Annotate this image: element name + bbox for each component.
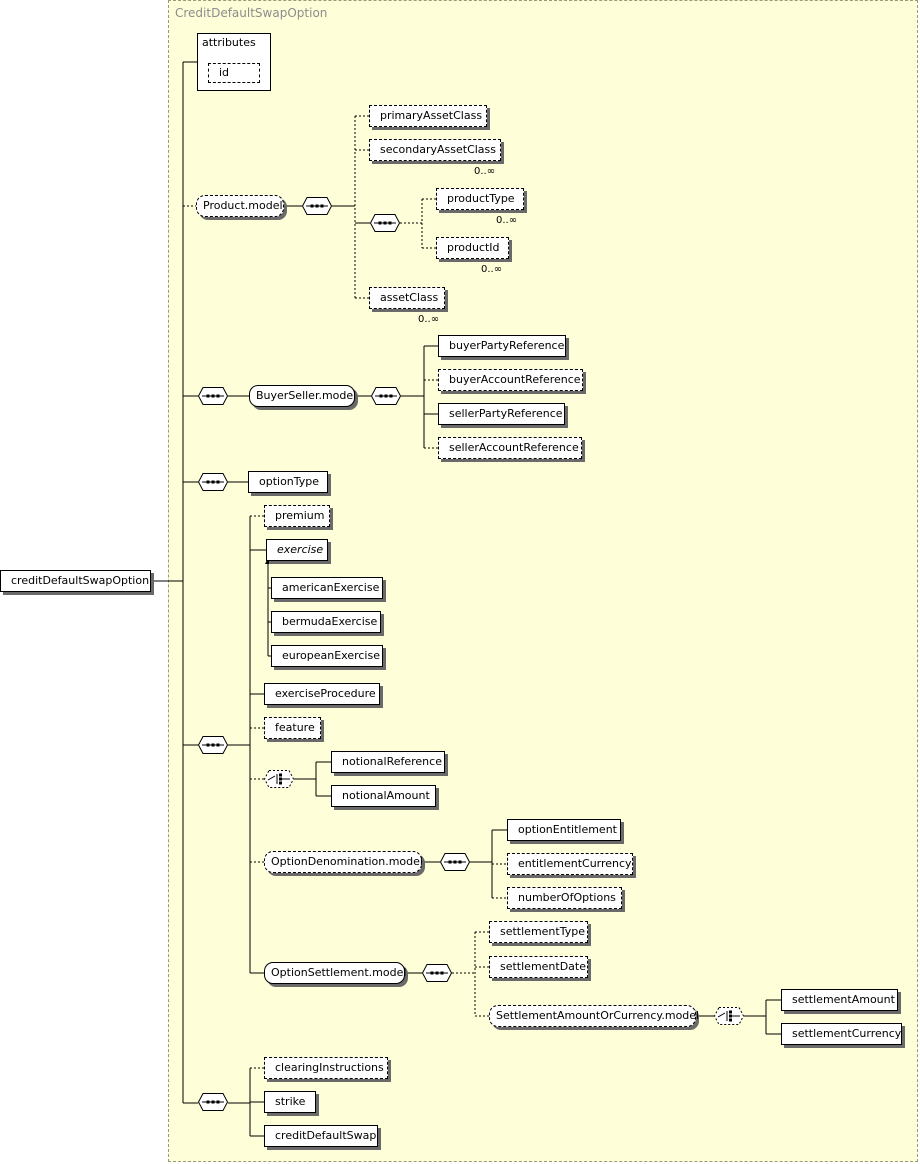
element-settlement-type[interactable]: settlementType bbox=[489, 921, 588, 943]
substitution-arrow-icon bbox=[265, 558, 271, 564]
element-settlement-amount[interactable]: settlementAmount bbox=[781, 989, 898, 1011]
group-product-model[interactable]: Product.model bbox=[196, 195, 284, 217]
attribute-id: id bbox=[208, 63, 260, 83]
element-option-entitlement[interactable]: optionEntitlement bbox=[507, 819, 621, 841]
element-primary-asset-class[interactable]: primaryAssetClass bbox=[369, 105, 487, 127]
sequence-compositor-icon bbox=[371, 387, 401, 405]
element-product-id[interactable]: productId bbox=[436, 237, 509, 259]
element-notional-amount[interactable]: notionalAmount bbox=[331, 785, 436, 807]
element-exercise-procedure[interactable]: exerciseProcedure bbox=[264, 683, 380, 705]
group-option-denomination-model[interactable]: OptionDenomination.model bbox=[264, 851, 423, 873]
element-buyer-party-reference[interactable]: buyerPartyReference bbox=[438, 335, 566, 357]
group-settlement-amount-or-currency-model[interactable]: SettlementAmountOrCurrency.model bbox=[489, 1005, 699, 1027]
sequence-compositor-icon bbox=[440, 853, 470, 871]
attributes-label: attributes bbox=[202, 36, 256, 49]
sequence-compositor-icon bbox=[198, 1093, 228, 1111]
element-clearing-instructions[interactable]: clearingInstructions bbox=[264, 1057, 388, 1079]
sequence-compositor-icon bbox=[370, 214, 400, 232]
element-american-exercise[interactable]: americanExercise bbox=[271, 577, 383, 599]
cardinality-secondary-asset-class: 0..∞ bbox=[474, 166, 496, 177]
choice-compositor-icon bbox=[714, 1007, 744, 1025]
sequence-compositor-icon bbox=[198, 387, 228, 405]
element-entitlement-currency[interactable]: entitlementCurrency bbox=[507, 853, 633, 875]
element-premium[interactable]: premium bbox=[264, 505, 330, 527]
sequence-compositor-icon bbox=[302, 197, 332, 215]
sequence-compositor-icon bbox=[422, 964, 452, 982]
sequence-compositor-icon bbox=[198, 473, 228, 491]
element-seller-party-reference[interactable]: sellerPartyReference bbox=[438, 403, 565, 425]
element-seller-account-reference[interactable]: sellerAccountReference bbox=[438, 437, 582, 459]
element-option-type[interactable]: optionType bbox=[248, 471, 328, 493]
element-settlement-currency[interactable]: settlementCurrency bbox=[781, 1023, 902, 1045]
root-element-credit-default-swap-option[interactable]: creditDefaultSwapOption bbox=[0, 570, 151, 592]
element-notional-reference[interactable]: notionalReference bbox=[331, 751, 445, 773]
element-settlement-date[interactable]: settlementDate bbox=[489, 956, 588, 978]
group-buyer-seller-model[interactable]: BuyerSeller.model bbox=[249, 385, 356, 407]
element-secondary-asset-class[interactable]: secondaryAssetClass bbox=[369, 139, 501, 161]
element-european-exercise[interactable]: europeanExercise bbox=[271, 645, 383, 667]
element-number-of-options[interactable]: numberOfOptions bbox=[507, 887, 622, 909]
sequence-compositor-icon bbox=[198, 736, 228, 754]
element-buyer-account-reference[interactable]: buyerAccountReference bbox=[438, 369, 583, 391]
group-option-settlement-model[interactable]: OptionSettlement.model bbox=[264, 962, 406, 984]
attributes-box: attributes id bbox=[197, 33, 271, 91]
cardinality-product-type: 0..∞ bbox=[496, 215, 518, 226]
element-feature[interactable]: feature bbox=[264, 717, 321, 739]
complex-type-title: CreditDefaultSwapOption bbox=[175, 6, 328, 20]
element-product-type[interactable]: productType bbox=[436, 188, 524, 210]
element-exercise[interactable]: exercise bbox=[266, 539, 328, 561]
element-strike[interactable]: strike bbox=[264, 1091, 316, 1113]
cardinality-asset-class: 0..∞ bbox=[418, 314, 440, 325]
element-bermuda-exercise[interactable]: bermudaExercise bbox=[271, 611, 381, 633]
choice-compositor-icon bbox=[264, 770, 294, 788]
element-credit-default-swap[interactable]: creditDefaultSwap bbox=[264, 1125, 378, 1147]
cardinality-product-id: 0..∞ bbox=[481, 264, 503, 275]
element-asset-class[interactable]: assetClass bbox=[369, 287, 445, 309]
